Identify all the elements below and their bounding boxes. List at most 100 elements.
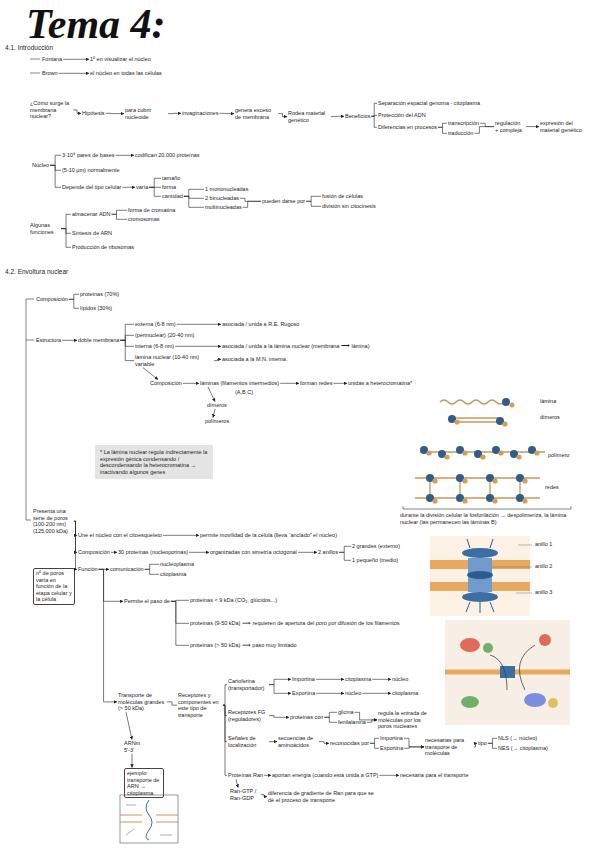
concept-node: NES (→ citoplasma) [498, 745, 548, 752]
bracket-line [223, 705, 227, 775]
arrow-connector [63, 59, 89, 60]
concept-text: núcleo [345, 690, 361, 697]
concept-node: división sin citocinesis [322, 203, 376, 210]
concept-node: Separación espacial genoma - citoplasma [378, 100, 480, 107]
concept-node: cantidad [162, 193, 183, 200]
concept-text: Proteínas Ran [228, 772, 263, 779]
concept-node: interna (6-8 nm) [135, 343, 174, 350]
concept-text: Beneficios [345, 113, 370, 120]
lead-strokes [26, 59, 40, 520]
concept-text: proteínas (> 50 kDa) ⟿ paso muy limitado [190, 642, 297, 649]
concept-text: 2 binucleadas [205, 195, 239, 202]
concept-node: nucleoplasma [160, 561, 194, 568]
arrow-connector [168, 113, 181, 114]
concept-text: Composición [78, 549, 110, 556]
concept-node: asociada / unida a la lámina nuclear (me… [222, 343, 370, 350]
concept-node: fenilalanina [338, 719, 366, 726]
concept-node: Presenta una serie de poros (100-200 nm)… [33, 508, 73, 534]
concept-text: forma de cromatina [128, 207, 175, 214]
concept-text: 1º en visualizar el núcleo [90, 56, 151, 63]
annotation-label: durante la división celular la fosforila… [400, 512, 572, 525]
concept-text: almacenar ADN [72, 211, 111, 218]
concept-node: Receptores FG (reguladores) [228, 709, 268, 722]
concept-node: Estructura [36, 337, 61, 344]
concept-node: forma de cromatina [128, 207, 175, 214]
arrow-connector [298, 552, 317, 553]
concept-text: Ran-GTP / Ran-GDP [230, 788, 260, 801]
bracket-line [145, 569, 159, 574]
bracket-line [145, 564, 159, 569]
arrow-connector [132, 754, 133, 768]
concept-node: Transporte de moléculas grandes (> 50 kD… [118, 692, 166, 712]
concept-text: 2 anillos [318, 549, 338, 556]
concept-text: varía [136, 184, 148, 191]
concept-node: comunicación [110, 566, 144, 573]
concept-text: (perinuclear) (20-40 nm) [135, 332, 194, 339]
note-box: * La lámina nuclear regula indirectament… [95, 445, 213, 479]
concept-text: Importina [380, 735, 403, 742]
arrow-connector [280, 383, 299, 384]
concept-text: Receptores FG (reguladores) [228, 709, 268, 722]
concept-node: Función [78, 566, 98, 573]
bracket-line [112, 214, 127, 219]
bracket-line [339, 552, 351, 560]
bracket-line [149, 178, 161, 187]
arrow-connector [367, 720, 377, 722]
bracket-line [371, 103, 377, 116]
concept-node: Núcleo [32, 162, 49, 169]
arrow-connector [74, 521, 77, 569]
annotation-label: redes [545, 484, 559, 491]
bracket-line [488, 743, 497, 748]
arrow-connector [189, 552, 209, 553]
concept-text: Permite el paso de [124, 598, 170, 605]
concept-text: ejemplo: transporte de ARN → citoplasma [127, 770, 161, 796]
concept-text: Rodea material genético [288, 110, 330, 123]
concept-node: lípidos (30%) [80, 305, 112, 312]
concept-text: citoplasma [392, 690, 418, 697]
arrow-connector [269, 685, 291, 694]
concept-text: unidas a heterocromatina* [348, 380, 412, 387]
bracket-line [240, 198, 261, 201]
nuclear-pore-illustration [430, 536, 532, 616]
arrow-connector [236, 779, 238, 787]
concept-node: 2 grandes (externo) [352, 543, 400, 550]
concept-text: lámina nuclear (10-40 nm) variable [135, 354, 213, 367]
bracket-line [120, 340, 134, 360]
concept-node: citoplasma [345, 676, 371, 683]
concept-node: Protección del ADN [378, 112, 426, 119]
concept-node: multinucleadas [205, 204, 242, 211]
concept-node: forma [162, 184, 176, 191]
concept-node: doble membrana [78, 337, 119, 344]
concept-text: ARNm 5'-3' [124, 740, 146, 753]
concept-node: núcleo [392, 676, 408, 683]
arrow-connector [59, 73, 89, 74]
bracket-line [371, 116, 377, 127]
concept-node: proteínas (> 50 kDa) ⟿ paso muy limitado [190, 642, 297, 649]
concept-node: Ran-GTP / Ran-GDP [230, 788, 260, 801]
concept-text: Hipótesis [82, 110, 105, 117]
bracket-line [184, 196, 204, 207]
annotation-label: anillo 2 [535, 563, 552, 570]
arrow-connector [316, 693, 344, 694]
concept-node: proteínas con [290, 714, 323, 721]
concept-node: regula la entrada de moléculas por los p… [378, 710, 436, 730]
bracket-line [69, 299, 79, 308]
bracket-line [112, 210, 127, 214]
concept-text: Transporte de moléculas grandes (> 50 kD… [118, 692, 166, 712]
bracket-line [474, 127, 494, 134]
concept-text: tamaño [162, 175, 180, 182]
arrow-connector [208, 387, 215, 401]
bracket-line [370, 743, 379, 748]
concept-text: Depende del tipo celular [62, 184, 121, 191]
bracket-line [223, 705, 227, 741]
concept-text: el núcleo en todas las células [90, 70, 162, 77]
arrow-connector [214, 359, 221, 360]
concept-text: 1 pequeño (medio) [352, 557, 398, 564]
concept-text: asociada / unida a R.E. Rugoso [222, 321, 299, 328]
concept-node: transcripción [448, 120, 479, 127]
rna-export-sketch [120, 795, 178, 843]
concept-text: proteínas con [290, 714, 323, 721]
concept-text: lípidos (30%) [80, 305, 112, 312]
concept-node: lámina nuclear (10-40 nm) variable [135, 354, 213, 367]
